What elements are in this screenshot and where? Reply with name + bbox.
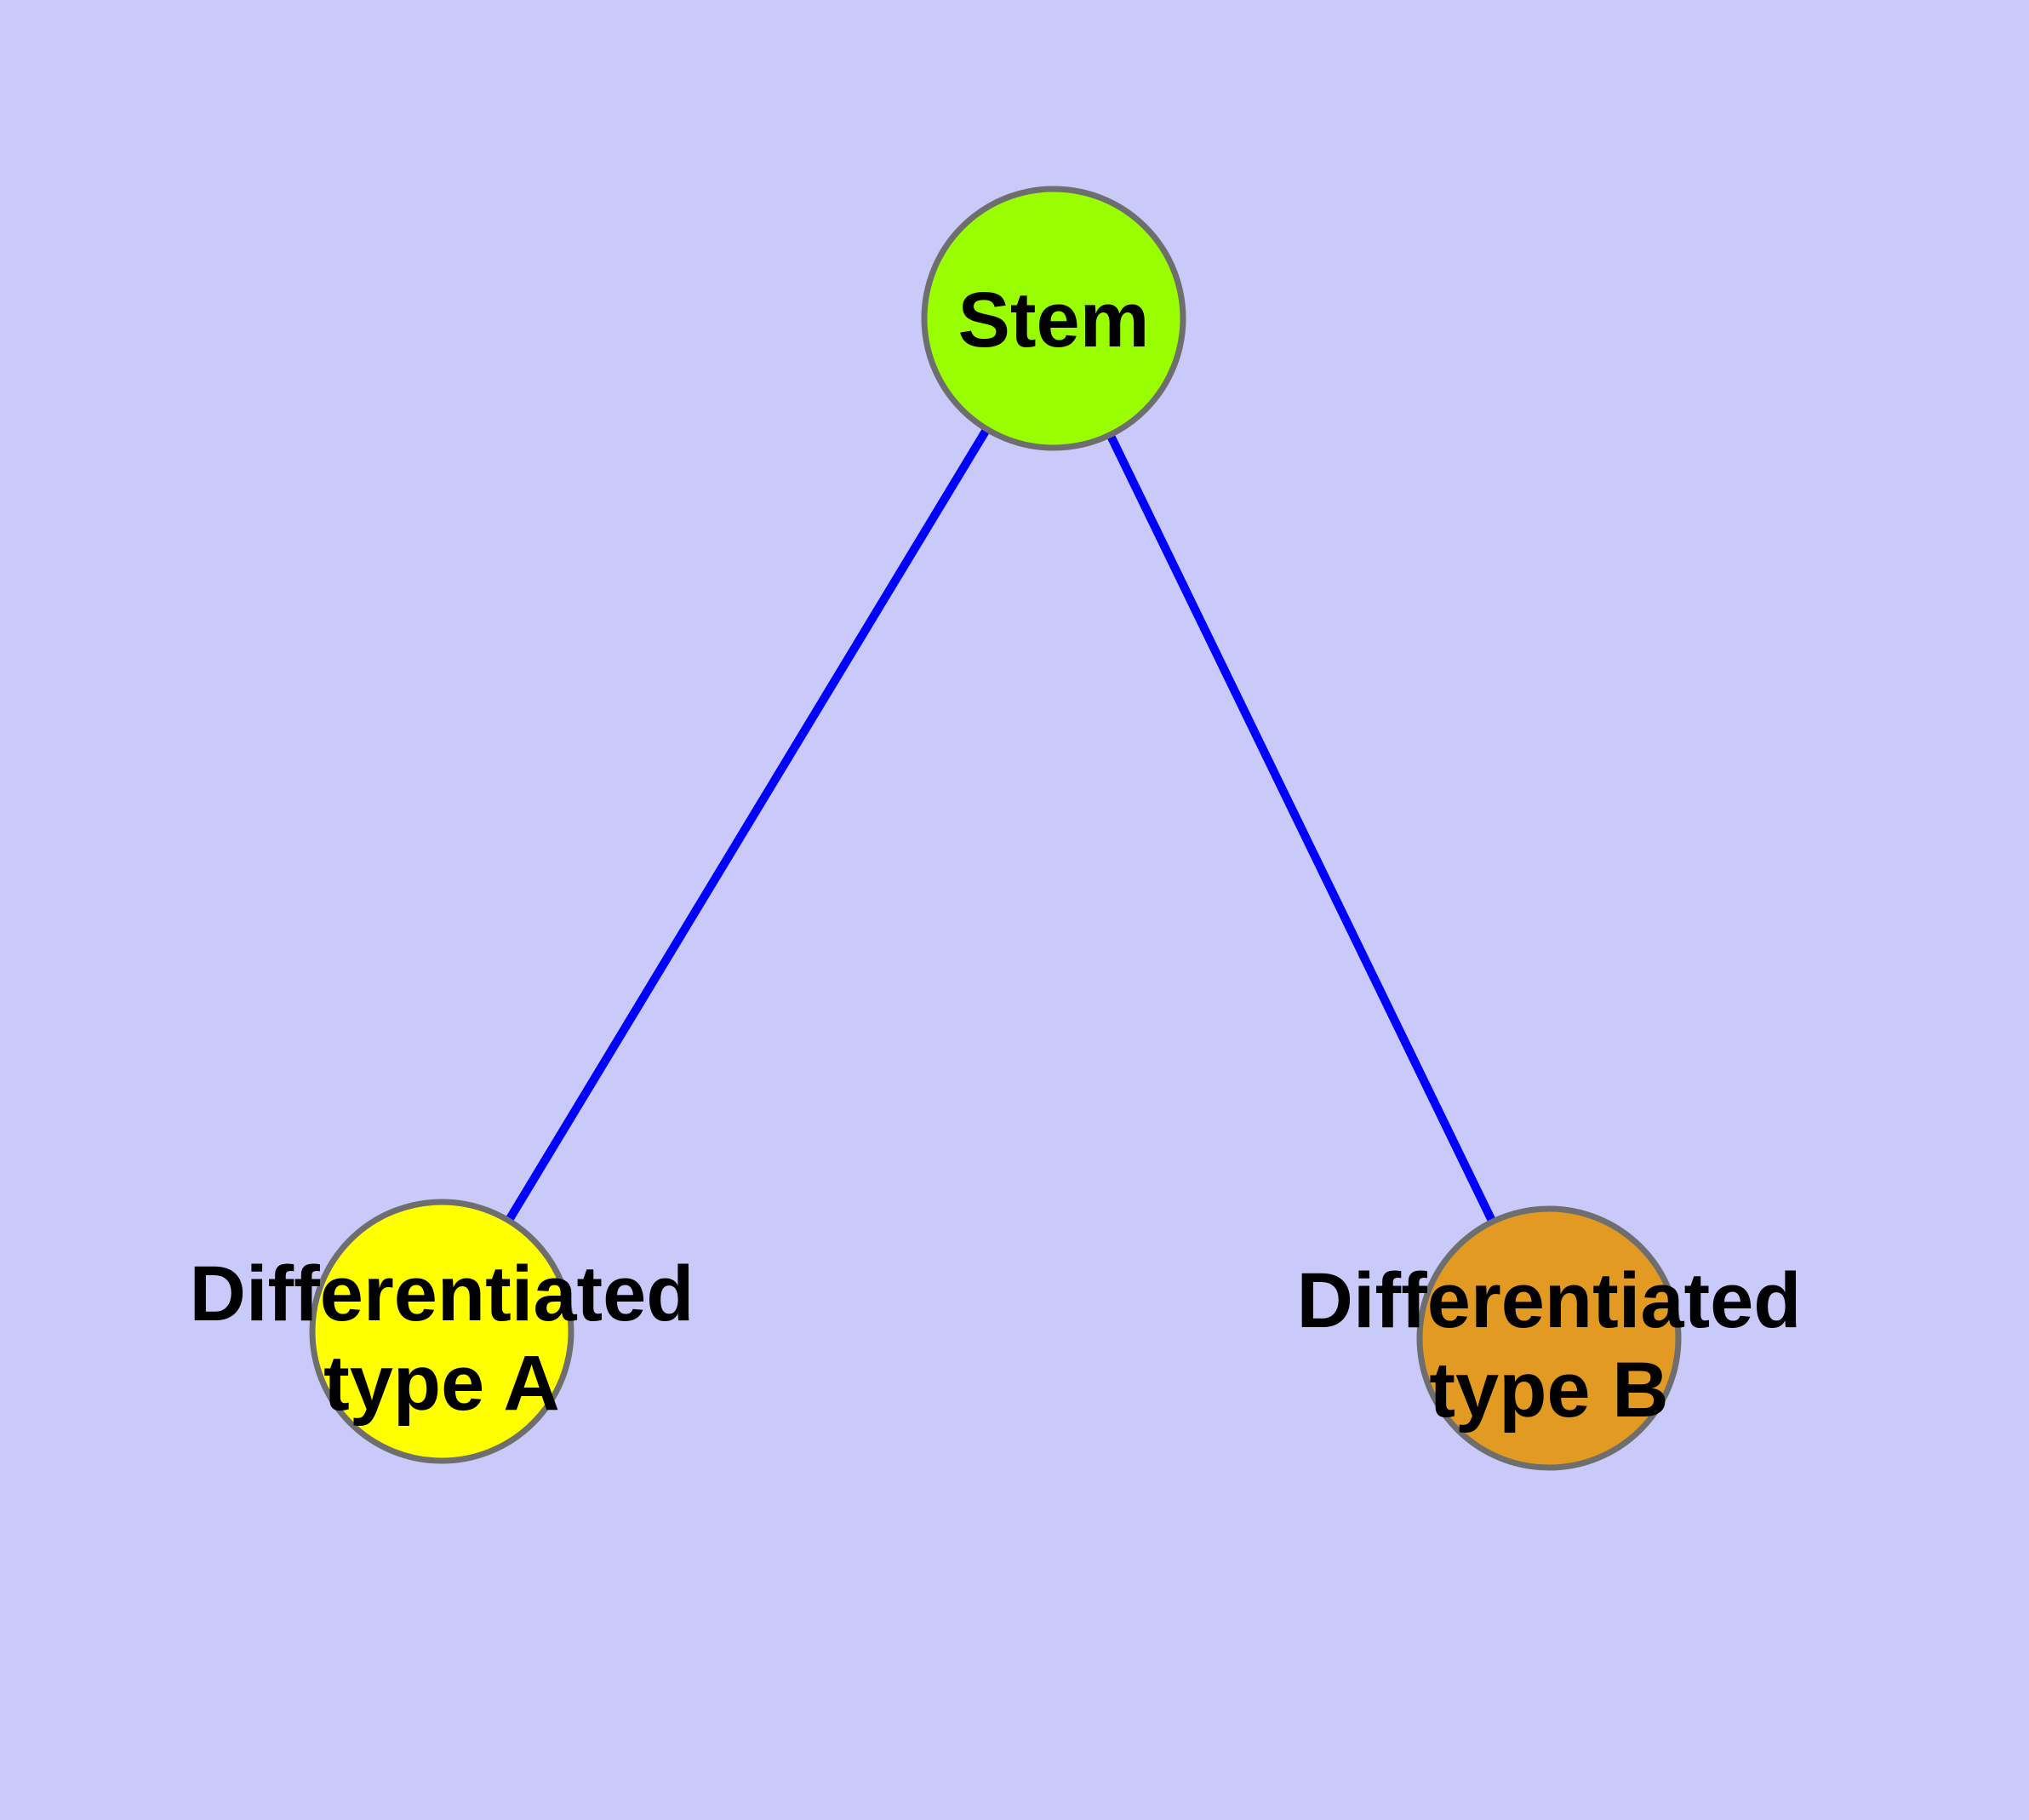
- node-type-a-circle: [309, 1199, 574, 1464]
- node-differentiated-type-a: Differentiated type A: [190, 1199, 694, 1464]
- node-type-b-label-line2: type B: [1429, 1347, 1668, 1434]
- node-type-b-label-line1: Differentiated: [1297, 1257, 1802, 1344]
- edge-stem-to-type-b: [1049, 316, 1553, 1341]
- edge-stem-to-type-a: [437, 316, 1058, 1334]
- node-differentiated-type-b: Differentiated type B: [1297, 1205, 1802, 1471]
- node-type-a-label-line1: Differentiated: [190, 1251, 694, 1337]
- node-type-a-label-line2: type A: [323, 1340, 560, 1427]
- node-stem-circle: [921, 186, 1186, 451]
- node-type-b-circle: [1416, 1205, 1682, 1471]
- node-stem-label: Stem: [958, 277, 1150, 363]
- node-stem: Stem: [921, 186, 1186, 451]
